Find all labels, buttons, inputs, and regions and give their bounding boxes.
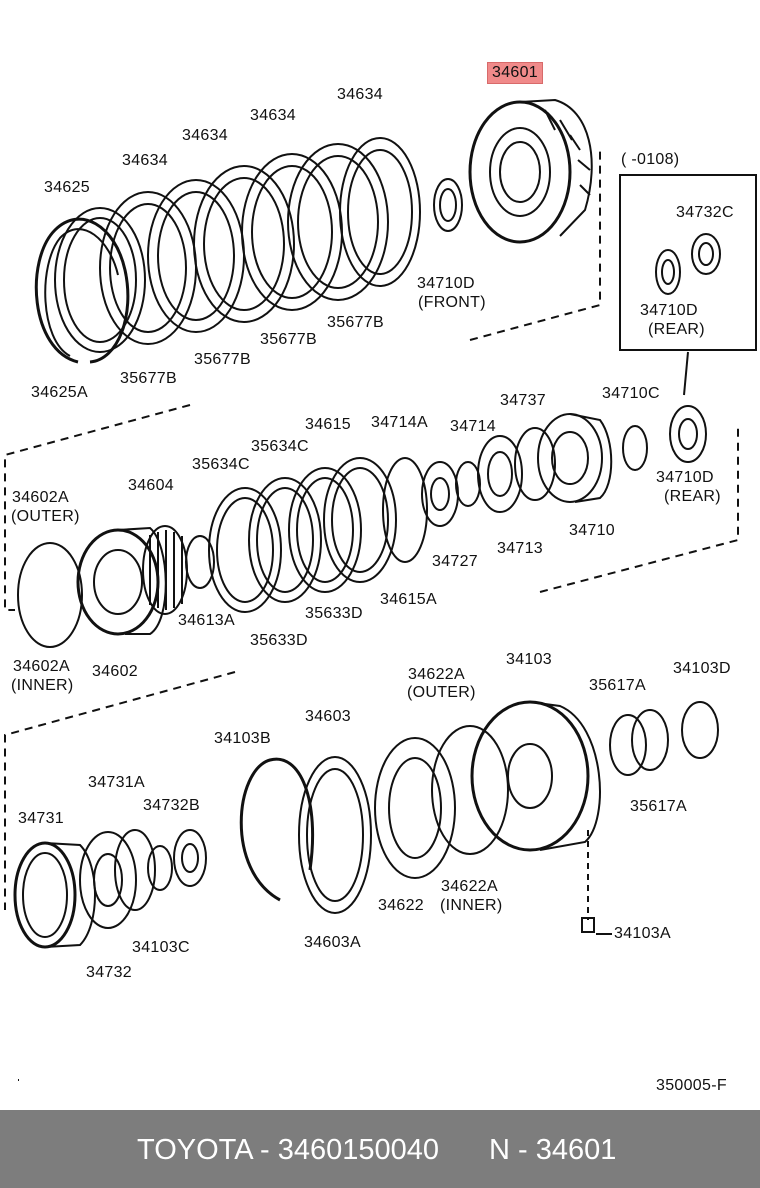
snap-ring-34103b xyxy=(239,757,315,902)
dashed-bracket-top xyxy=(469,150,601,341)
return-spring-34604 xyxy=(142,525,188,615)
snap-ring-34613a xyxy=(185,535,215,589)
part-label: 34625 xyxy=(44,179,90,196)
washer-34103c xyxy=(147,845,173,891)
ring-gear-34732 xyxy=(79,831,137,929)
part-label: 34634 xyxy=(250,107,296,124)
part-label: 34713 xyxy=(497,540,543,557)
part-label: 35617A xyxy=(589,677,646,694)
band-34603 xyxy=(298,756,372,914)
bearing-34710d-rear xyxy=(669,405,707,463)
part-label: 34103B xyxy=(214,730,271,747)
washer-34602a xyxy=(17,542,83,648)
part-label: 34103D xyxy=(673,660,731,677)
drum-34731 xyxy=(13,841,96,949)
part-label: 35634C xyxy=(251,438,309,455)
part-label: 34634 xyxy=(337,86,383,103)
part-label: 34622 xyxy=(378,897,424,914)
case-34103 xyxy=(470,700,601,852)
part-label: 34732B xyxy=(143,797,200,814)
part-label: 34602 xyxy=(92,663,138,680)
dashed-bracket-middle-left xyxy=(4,404,191,611)
part-label: 34732 xyxy=(86,964,132,981)
bolt-34103a xyxy=(581,830,612,935)
part-label: 34603A xyxy=(304,934,361,951)
part-label: 34602A xyxy=(13,658,70,675)
part-label: 34710D xyxy=(417,275,475,292)
part-label: 34613A xyxy=(178,612,235,629)
dashed-bracket-middle-right xyxy=(539,425,739,593)
part-label: (REAR) xyxy=(664,488,721,505)
part-label: (REAR) xyxy=(648,321,705,338)
oring-34622a xyxy=(431,725,509,855)
part-label: 34604 xyxy=(128,477,174,494)
hub-34727 xyxy=(421,461,459,527)
diagram-code: 350005-F xyxy=(656,1077,727,1094)
part-label: 35677B xyxy=(260,331,317,348)
part-label: 34634 xyxy=(122,152,168,169)
part-label: 34615 xyxy=(305,416,351,433)
snap-ring-34615a xyxy=(382,457,428,563)
part-label: 35633D xyxy=(305,605,363,622)
dashed-bracket-bottom xyxy=(4,671,236,910)
snap-ring-34731a xyxy=(114,829,156,911)
part-label: 34615A xyxy=(380,591,437,608)
part-label: 34103C xyxy=(132,939,190,956)
part-label-34601-highlighted: 34601 xyxy=(487,62,543,84)
part-label: (OUTER) xyxy=(11,508,80,525)
part-label: 34603 xyxy=(305,708,351,725)
one-way-clutch-34713 xyxy=(477,435,523,513)
oring-35617a xyxy=(609,709,669,776)
part-label: 34625A xyxy=(31,384,88,401)
part-label: (INNER) xyxy=(440,897,503,914)
bearing-34714 xyxy=(455,461,481,507)
piston-34602 xyxy=(76,526,167,636)
washer-34103d xyxy=(681,701,719,759)
bearing-34732b xyxy=(173,829,207,887)
inset-box xyxy=(619,174,757,396)
footer-part-number: TOYOTA - 3460150040 xyxy=(137,1134,440,1166)
part-label: 34710 xyxy=(569,522,615,539)
part-label: 34710C xyxy=(602,385,660,402)
part-label: 34731 xyxy=(18,810,64,827)
one-way-clutch-34710 xyxy=(537,413,613,503)
part-label: 34103 xyxy=(506,651,552,668)
footer-reference-number: N - 34601 xyxy=(489,1134,617,1166)
part-label: 34727 xyxy=(432,553,478,570)
part-label: 34103A xyxy=(614,925,671,942)
part-label: 34731A xyxy=(88,774,145,791)
part-label: 34710D xyxy=(656,469,714,486)
part-label: 34714 xyxy=(450,418,496,435)
clutch-drum-34601 xyxy=(468,98,593,244)
clutch-plates-middle xyxy=(208,457,397,613)
part-label: 34732C xyxy=(676,204,734,221)
part-label: 35633D xyxy=(250,632,308,649)
part-label: 35677B xyxy=(327,314,384,331)
piston-34622 xyxy=(374,737,456,879)
exploded-parts-diagram xyxy=(4,98,757,1081)
part-label: 34622A xyxy=(408,666,465,683)
bearing-34710c xyxy=(622,425,648,471)
part-label: (OUTER) xyxy=(407,684,476,701)
part-label: 34710D xyxy=(640,302,698,319)
part-label: 34622A xyxy=(441,878,498,895)
part-label: 34714A xyxy=(371,414,428,431)
part-label: (INNER) xyxy=(11,677,74,694)
part-label: 34634 xyxy=(182,127,228,144)
part-label: 35617A xyxy=(630,798,687,815)
part-label: 35634C xyxy=(192,456,250,473)
part-label: 35677B xyxy=(194,351,251,368)
part-label: ( -0108) xyxy=(621,151,680,168)
clutch-plates-top xyxy=(54,137,421,353)
race-34737 xyxy=(514,427,556,501)
part-label: (FRONT) xyxy=(418,294,486,311)
part-label: 34602A xyxy=(12,489,69,506)
part-label: 34737 xyxy=(500,392,546,409)
thrust-bearing-34710d-front xyxy=(433,178,463,232)
footer-bar: TOYOTA - 3460150040 N - 34601 xyxy=(0,1110,760,1188)
part-label: 35677B xyxy=(120,370,177,387)
